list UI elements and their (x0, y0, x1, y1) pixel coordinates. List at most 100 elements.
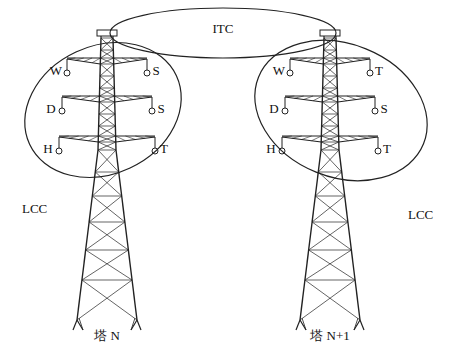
tower-member (322, 76, 324, 88)
tower-member (114, 114, 116, 126)
tower-member (100, 64, 114, 76)
tower-member (131, 318, 135, 330)
tower-member (312, 222, 351, 250)
tower-member (100, 64, 113, 65)
conductor (282, 108, 288, 114)
tower-member (305, 250, 351, 280)
tower-member (337, 58, 345, 63)
tower-member (322, 88, 337, 96)
tower-member (59, 137, 60, 148)
tower-member (99, 88, 114, 96)
tower-member (99, 96, 101, 102)
tower-member (82, 250, 128, 280)
tower-member (321, 150, 339, 151)
tower-member (360, 320, 364, 330)
tower-member (347, 96, 356, 100)
tower-member (337, 96, 339, 102)
tower-member (370, 59, 371, 70)
tower-member (98, 136, 115, 142)
tower-member (305, 280, 355, 281)
tower-member (321, 142, 339, 150)
tower-member (338, 126, 340, 136)
tower-member (323, 58, 336, 64)
tower-member (124, 96, 133, 100)
tower-member (338, 142, 340, 150)
tower-member (305, 280, 360, 320)
tower-member (318, 150, 339, 172)
conductor (287, 70, 293, 76)
tower-member (348, 136, 358, 140)
phase-label: S (380, 102, 387, 115)
tower-member (97, 142, 99, 150)
tower-member (128, 250, 132, 280)
tower-member (100, 58, 113, 64)
tower-member (323, 58, 336, 64)
tower-member (67, 57, 100, 58)
tower-member (114, 96, 116, 102)
tower-member (323, 58, 325, 64)
tower-member (115, 142, 117, 150)
tower-member (116, 150, 119, 172)
tower-member (285, 96, 294, 97)
tower-member (339, 150, 342, 172)
tower-member (290, 58, 298, 59)
phase-label: T (375, 64, 383, 77)
tower-member (115, 136, 117, 142)
conductor (144, 70, 150, 76)
tower-label: 塔 N+1 (308, 329, 351, 342)
phase-label: T (383, 142, 391, 155)
tower-member (322, 126, 339, 136)
conductor (56, 148, 62, 154)
tower-member (67, 59, 100, 64)
tower-member (92, 196, 125, 222)
tower-member (89, 136, 99, 141)
tower-member (353, 58, 361, 60)
tower-member (139, 58, 147, 59)
tower-member (337, 114, 339, 126)
tower-member (86, 250, 132, 280)
tower-member (99, 76, 101, 88)
tower-member (98, 142, 116, 143)
tower-member (323, 64, 336, 65)
tower-member (122, 196, 125, 222)
tower-member (100, 88, 115, 89)
phase-label: W (50, 64, 62, 77)
tower-member (99, 88, 101, 96)
tower-member (322, 96, 324, 102)
tower-member (368, 136, 378, 137)
tower-member (98, 126, 100, 136)
tower-member (323, 88, 338, 89)
tower-member (101, 50, 114, 58)
tower-member (99, 96, 114, 102)
tower-member (67, 59, 68, 70)
tower-member (322, 102, 338, 114)
tower-member (318, 150, 321, 172)
tower-member (116, 136, 126, 141)
tower-member (82, 280, 132, 281)
tower-member (99, 114, 115, 126)
phase-label: D (269, 102, 278, 115)
tower-member (147, 59, 148, 70)
tower-member (100, 50, 113, 58)
tower-member (89, 222, 125, 223)
tower-member (98, 126, 115, 136)
itc-ellipse: ITC (108, 6, 338, 60)
tower-member (337, 88, 339, 96)
tower-member (292, 136, 302, 138)
tower-member (125, 222, 128, 250)
tower-member (321, 136, 338, 142)
tower-member (312, 222, 348, 223)
tower-member (59, 137, 98, 142)
tower-member (355, 280, 360, 320)
tower-member (296, 320, 300, 330)
tower-member (86, 250, 129, 251)
tower-member (143, 96, 152, 97)
tower-member (282, 137, 321, 142)
tower-member (99, 96, 114, 102)
tower-member (378, 137, 379, 148)
tower-member (342, 172, 345, 196)
tower-member (321, 114, 323, 126)
tower-member (302, 318, 306, 330)
tower-member (98, 114, 100, 126)
